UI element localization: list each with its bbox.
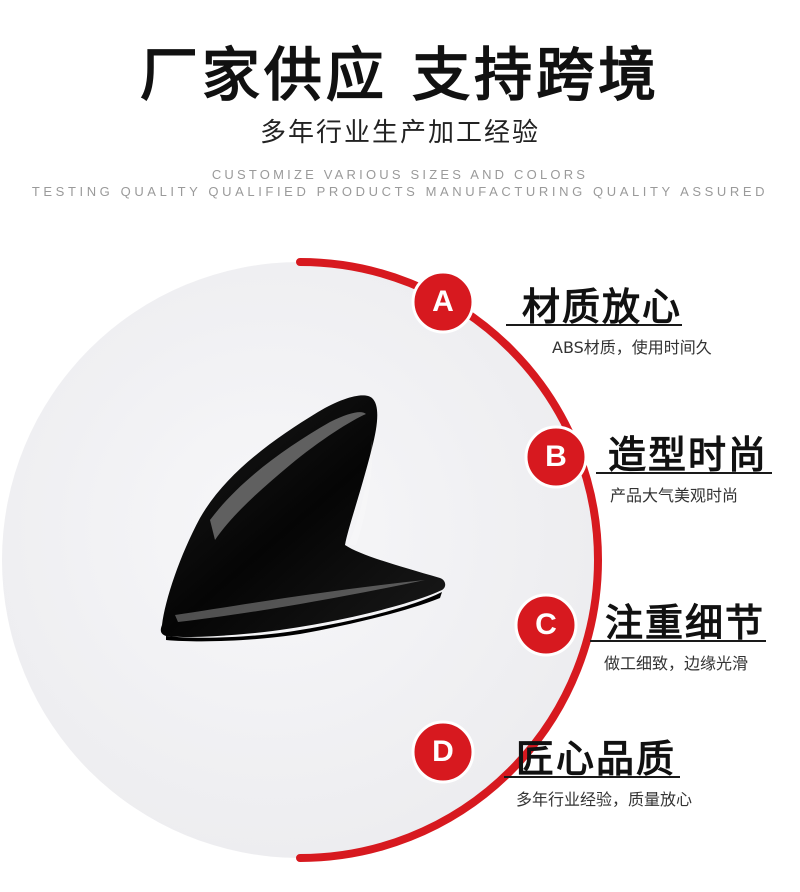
feature-d-underline [504,776,680,778]
badge-c-circle [514,593,578,657]
badge-letter-b: B [545,440,567,473]
feature-d-desc: 多年行业经验，质量放心 [516,790,693,809]
feature-a-underline [506,324,682,326]
page-headline: 厂家供应 支持跨境 [139,41,661,109]
feature-b-desc: 产品大气美观时尚 [610,486,739,505]
badge-d-circle [411,720,475,784]
shark-fin-antenna-image [160,395,446,642]
feature-b-title: 造型时尚 [608,433,769,477]
badge-b-circle [524,425,588,489]
badge-a-circle [411,270,475,334]
feature-d-title: 匠心品质 [516,737,677,781]
feature-b-underline [596,472,772,474]
badge-letter-a: A [432,285,454,318]
feature-c-title: 注重细节 [605,601,766,645]
page-subheadline: 多年行业生产加工经验 [259,118,540,148]
feature-c-desc: 做工细致，边缘光滑 [604,654,749,673]
badge-letter-c: C [535,608,557,641]
badge-letter-d: D [432,735,454,768]
feature-a-title: 材质放心 [522,285,683,329]
feature-a-desc: ABS材质，使用时间久 [552,338,712,357]
english-tagline-2: TESTING QUALITY QUALIFIED PRODUCTS MANUF… [31,184,769,199]
feature-c-underline [590,640,766,642]
english-tagline-1: CUSTOMIZE VARIOUS SIZES AND COLORS [211,167,589,182]
